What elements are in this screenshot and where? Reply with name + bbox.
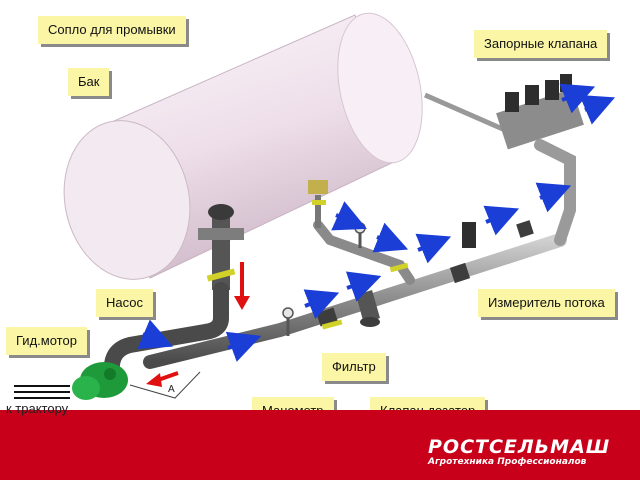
label-valves: Запорные клапана [474, 30, 608, 58]
flow-arrow [137, 319, 174, 349]
branch-pipe [313, 220, 415, 285]
label-pump: Насос [96, 289, 153, 317]
flow-arrow [415, 233, 452, 264]
pump-pipe-assembly [103, 204, 244, 380]
fitting-3 [516, 220, 534, 238]
flow-arrow [331, 201, 367, 231]
hydro-motor [14, 362, 128, 400]
flow-arrow [372, 222, 409, 253]
suction-pipe [103, 282, 229, 380]
tank [63, 12, 423, 280]
tank-end-left [63, 120, 191, 280]
pump-yellow-handle [206, 268, 236, 282]
return-arrow-left-head [146, 373, 162, 387]
flow-arrow [559, 83, 596, 114]
tank-end-right [337, 12, 423, 164]
flow-arrows [137, 83, 616, 362]
brand-footer [0, 410, 640, 480]
label-hydro-motor: Гид.мотор [6, 327, 87, 355]
marker-a: А [129, 371, 201, 399]
label-nozzle: Сопло для промывки [38, 16, 186, 44]
flow-arrow [225, 331, 262, 362]
flow-arrow [303, 289, 340, 320]
yellow-handle-2 [389, 262, 409, 273]
brand-tagline: Агротехника Профессионалов [428, 457, 587, 467]
nozzle-head [308, 180, 328, 194]
flow-arrow [535, 182, 572, 213]
pump-top-cap [208, 204, 234, 220]
yellow-handle-1 [321, 319, 343, 330]
flow-arrow [483, 205, 520, 236]
fitting-2 [449, 262, 471, 284]
flow-meter-body [462, 222, 476, 248]
label-flow-meter: Измеритель потока [478, 289, 615, 317]
return-arrows [146, 262, 250, 387]
brand-logo: РОСТСЕЛЬМАШ [428, 436, 611, 458]
return-arrow-down-head [234, 296, 250, 310]
pump-mount-plate [198, 228, 244, 240]
label-tank: Бак [68, 68, 110, 96]
main-pipe [143, 233, 567, 369]
filter-cap [360, 317, 380, 327]
flow-arrow [579, 95, 616, 125]
label-filter: Фильтр [322, 353, 386, 381]
label-to-tractor: к трактору [6, 401, 69, 416]
shutoff-valve-manifold [496, 74, 584, 150]
valve-rod [423, 92, 507, 133]
flow-arrow [345, 271, 382, 302]
marker-a-label: А [168, 384, 175, 395]
yellow-handle-3 [312, 200, 326, 205]
return-arrow-left [157, 371, 179, 382]
